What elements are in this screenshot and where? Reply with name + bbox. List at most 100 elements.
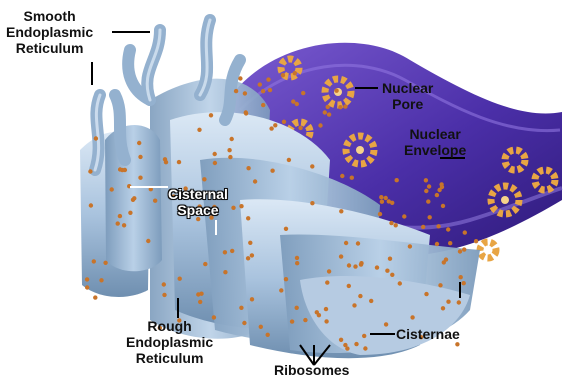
ribosome-dot — [223, 270, 227, 274]
ribosome-dot — [138, 155, 142, 159]
ribosome-dot — [356, 241, 360, 245]
label-ribosomes-text: Ribosomes — [274, 362, 349, 378]
ribosome-dot — [213, 152, 217, 156]
ribosome-dot — [239, 204, 243, 208]
ribosome-dot — [132, 196, 136, 200]
ribosome-dot — [444, 257, 448, 261]
ribosome-dot — [99, 278, 103, 282]
ribosome-dot — [318, 123, 322, 127]
ribosome-dot — [234, 89, 238, 93]
ribosome-dot — [239, 306, 243, 310]
ribosome-dot — [390, 201, 394, 205]
ribosome-dot — [118, 214, 122, 218]
ribosome-dot — [310, 164, 314, 168]
ribosome-dot — [350, 176, 354, 180]
ribosome-dot — [441, 306, 445, 310]
ribosome-dot — [197, 128, 201, 132]
ribosome-dot — [347, 263, 351, 267]
ribosome-dot — [258, 82, 262, 86]
ribosome-dot — [279, 288, 283, 292]
ribosome-dot — [421, 225, 425, 229]
ribosome-dot — [116, 221, 120, 225]
ribosome-dot — [153, 199, 157, 203]
label-cisternae: Cisternae — [396, 326, 460, 342]
ribosome-dot — [408, 244, 412, 248]
ribosome-dot — [295, 306, 299, 310]
ribosome-dot — [246, 166, 250, 170]
ribosome-dot — [424, 178, 428, 182]
ribosome-dot — [438, 283, 442, 287]
label-rough-er: Rough Endoplasmic Reticulum — [126, 318, 213, 366]
ribosome-dot — [246, 216, 250, 220]
label-smooth-er-line1: Smooth — [6, 8, 93, 24]
ribosome-dot — [303, 318, 307, 322]
ribosome-dot — [268, 88, 272, 92]
ribosome-dot — [287, 158, 291, 162]
ribosome-dot — [462, 247, 466, 251]
ribosome-dot — [310, 201, 314, 205]
ribosome-dot — [284, 227, 288, 231]
ribosome-dot — [315, 310, 319, 314]
ribosome-dot — [301, 91, 305, 95]
ribosome-dot — [410, 315, 414, 319]
label-cisternal-space: Cisternal Space — [168, 186, 228, 218]
ribosome-dot — [359, 262, 363, 266]
ribosome-dot — [231, 206, 235, 210]
ribosome-dot — [474, 239, 478, 243]
ribosome-dot — [89, 203, 93, 207]
ribosome-dot — [424, 292, 428, 296]
ribosome-dot — [295, 256, 299, 260]
ribosome-dot — [402, 214, 406, 218]
ribosome-dot — [338, 105, 342, 109]
ribosome-dot — [426, 199, 430, 203]
ribosome-dot — [146, 239, 150, 243]
ribosome-dot — [199, 292, 203, 296]
ribosome-dot — [448, 241, 452, 245]
ribosome-dot — [441, 204, 445, 208]
ribosome-dot — [253, 179, 257, 183]
ribosome-dot — [178, 277, 182, 281]
ribosome-dot — [295, 261, 299, 265]
ribosome-dot — [334, 89, 338, 93]
ribosome-dot — [339, 338, 343, 342]
ribosome-dot — [398, 281, 402, 285]
ribosome-dot — [339, 209, 343, 213]
ribosome-dot — [327, 112, 331, 116]
nuclear-pore-icon — [480, 242, 496, 258]
label-cisternal-space-line1: Cisternal — [168, 186, 228, 202]
label-nuclear-envelope-line2: Envelope — [404, 142, 466, 158]
ribosome-dot — [230, 137, 234, 141]
ribosome-dot — [259, 325, 263, 329]
ribosome-dot — [93, 295, 97, 299]
ribosome-dot — [435, 193, 439, 197]
ribosome-dot — [395, 178, 399, 182]
ribosome-dot — [428, 215, 432, 219]
ribosome-dot — [213, 161, 217, 165]
ribosome-dot — [363, 346, 367, 350]
ribosome-dot — [203, 262, 207, 266]
ribosome-dot — [388, 257, 392, 261]
ribosome-dot — [358, 294, 362, 298]
ribosome-dot — [228, 155, 232, 159]
ribosome-dot — [110, 187, 114, 191]
ribosome-dot — [343, 104, 347, 108]
ribosome-dot — [92, 259, 96, 263]
ribosome-dot — [437, 188, 441, 192]
ribosome-dot — [290, 319, 294, 323]
ribosome-dot — [375, 265, 379, 269]
label-smooth-er-line3: Reticulum — [6, 40, 93, 56]
ribosome-dot — [354, 342, 358, 346]
label-smooth-er-line2: Endoplasmic — [6, 24, 93, 40]
ribosome-dot — [103, 261, 107, 265]
ribosome-dot — [435, 242, 439, 246]
ribosome-dot — [281, 73, 285, 77]
ribosome-dot — [459, 275, 463, 279]
ribosome-dot — [379, 195, 383, 199]
ribosome-dot — [270, 169, 274, 173]
ribosome-dot — [122, 223, 126, 227]
label-nuclear-envelope: Nuclear Envelope — [404, 126, 466, 158]
ribosome-dot — [198, 300, 202, 304]
ribosome-dot — [323, 110, 327, 114]
ribosome-dot — [439, 182, 443, 186]
